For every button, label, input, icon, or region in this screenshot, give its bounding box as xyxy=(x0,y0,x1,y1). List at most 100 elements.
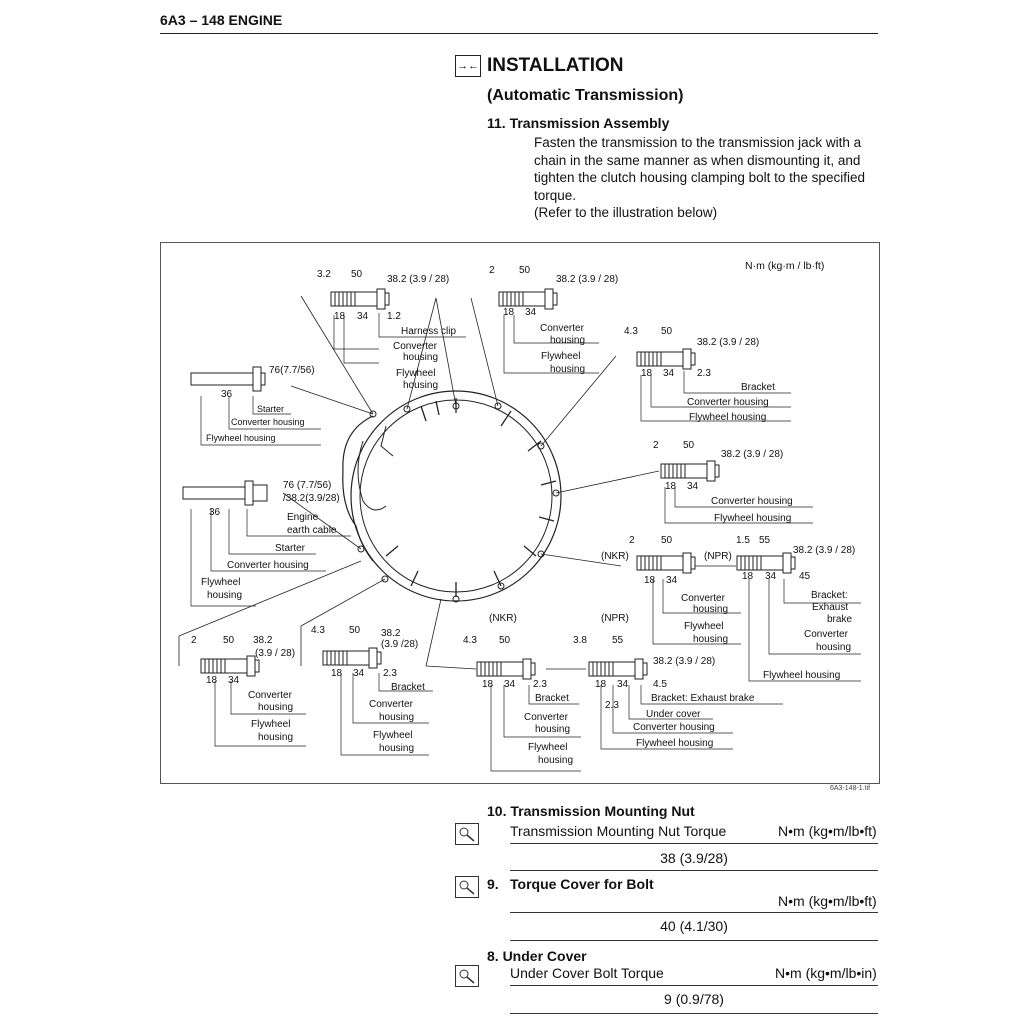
divider xyxy=(510,985,878,986)
part-label: Harness clip xyxy=(401,326,456,337)
part-label: Bracket xyxy=(535,693,569,704)
dim-label: 2 xyxy=(629,535,635,546)
part-label: Starter xyxy=(275,543,306,554)
section-10-unit: N•m (kg•m/lb•ft) xyxy=(778,823,877,839)
part-label: housing xyxy=(693,634,728,645)
dim-label: 2.3 xyxy=(605,700,619,711)
dim-label: 2.3 xyxy=(697,368,711,379)
dim-label: 50 xyxy=(683,440,695,451)
fig-units: N·m (kg·m / lb·ft) xyxy=(745,260,824,272)
variant-label: (NKR) xyxy=(601,551,629,562)
dim-label: 1.2 xyxy=(387,311,401,322)
section-10-subtitle: Transmission Mounting Nut Torque xyxy=(510,823,727,839)
torque-wrench-icon xyxy=(455,965,479,987)
section-8-title: 8. Under Cover xyxy=(487,948,587,964)
divider xyxy=(510,843,878,844)
torque-label: 76 (7.7/56) xyxy=(283,480,331,491)
dim-label: 18 xyxy=(334,311,346,322)
figure-id: 6A3-148-1.tif xyxy=(830,785,871,792)
part-label: Flywheel xyxy=(373,730,412,741)
dim-label: 18 xyxy=(595,679,607,690)
part-label: housing xyxy=(258,702,293,713)
dim-label: 50 xyxy=(661,326,673,337)
section-subtitle: (Automatic Transmission) xyxy=(487,87,684,104)
section-10-title: 10. Transmission Mounting Nut xyxy=(487,803,695,819)
dim-label: 4.3 xyxy=(311,625,325,636)
flywheel-housing-drawing xyxy=(342,390,562,603)
dim-label: 50 xyxy=(223,635,235,646)
dim-label: 34 xyxy=(666,575,678,586)
part-label: Flywheel housing xyxy=(636,738,713,749)
part-label: Flywheel xyxy=(396,368,435,379)
part-label: Converter housing xyxy=(231,417,305,427)
part-label: Converter xyxy=(540,323,585,334)
part-label: Exhaust xyxy=(812,602,848,613)
torque-label: 38.2 (3.9 / 28) xyxy=(653,656,715,667)
section-8-unit: N•m (kg•m/lb•in) xyxy=(775,965,877,981)
part-label: housing xyxy=(258,732,293,743)
part-label: earth cable xyxy=(287,525,337,536)
dim-label: 36 xyxy=(209,507,221,518)
dim-label: 34 xyxy=(357,311,369,322)
divider xyxy=(510,912,878,913)
part-label: Bracket: xyxy=(811,590,848,601)
torque-label: 38.2 (3.9 / 28) xyxy=(387,274,449,285)
part-label: Flywheel housing xyxy=(689,412,766,423)
dim-label: 1.5 xyxy=(736,535,750,546)
part-label: Converter housing xyxy=(687,397,769,408)
dim-label: 2.3 xyxy=(383,668,397,679)
part-label: housing xyxy=(207,590,242,601)
dim-label: 18 xyxy=(503,307,515,318)
dim-label: 3.8 xyxy=(573,635,587,646)
dim-label: 45 xyxy=(799,571,811,582)
dim-label: 2 xyxy=(653,440,659,451)
dim-label: 34 xyxy=(504,679,516,690)
dim-label: 34 xyxy=(617,679,629,690)
part-label: Flywheel xyxy=(201,577,240,588)
torque-label: 38.2 (3.9 / 28) xyxy=(793,545,855,556)
section-9-number: 9. xyxy=(487,876,499,892)
torque-label: (3.9 / 28) xyxy=(255,648,295,659)
part-label: housing xyxy=(816,642,851,653)
torque-label: 38.2 (3.9 / 28) xyxy=(721,449,783,460)
dim-label: 34 xyxy=(765,571,777,582)
dim-label: 50 xyxy=(519,265,531,276)
part-label: Starter xyxy=(257,404,284,414)
part-label: brake xyxy=(827,614,852,625)
part-label: Converter housing xyxy=(633,722,715,733)
section-8-subtitle: Under Cover Bolt Torque xyxy=(510,965,664,981)
divider xyxy=(510,1013,878,1014)
section-9-value: 40 (4.1/30) xyxy=(660,918,728,934)
part-label: Flywheel xyxy=(528,742,567,753)
page-header: 6A3 – 148 ENGINE xyxy=(160,12,283,28)
dim-label: 18 xyxy=(206,675,218,686)
dim-label: 18 xyxy=(742,571,754,582)
part-label: housing xyxy=(379,712,414,723)
part-label: Bracket: Exhaust brake xyxy=(651,693,755,704)
part-label: Engine xyxy=(287,512,319,523)
part-label: housing xyxy=(550,364,585,375)
header-rule xyxy=(160,33,878,34)
dim-label: 2 xyxy=(191,635,197,646)
dim-label: 18 xyxy=(641,368,653,379)
dim-label: 55 xyxy=(612,635,624,646)
dim-label: 18 xyxy=(665,481,677,492)
section-8-value: 9 (0.9/78) xyxy=(664,991,724,1007)
dim-label: 4.5 xyxy=(653,679,667,690)
dim-label: 36 xyxy=(221,389,233,400)
divider xyxy=(510,940,878,941)
torque-wrench-icon xyxy=(455,823,479,845)
part-label: Under cover xyxy=(646,709,701,720)
part-label: Converter housing xyxy=(711,496,793,507)
dim-label: 50 xyxy=(499,635,511,646)
part-label: Flywheel xyxy=(251,719,290,730)
part-label: Flywheel xyxy=(684,621,723,632)
part-label: Converter xyxy=(804,629,849,640)
section-9-unit: N•m (kg•m/lb•ft) xyxy=(778,893,877,909)
part-label: housing xyxy=(550,335,585,346)
reference-text: (Refer to the illustration below) xyxy=(534,205,718,220)
dim-label: 34 xyxy=(353,668,365,679)
variant-label: (NPR) xyxy=(601,613,629,624)
step-title: 11. Transmission Assembly xyxy=(487,115,670,131)
dim-label: 4.3 xyxy=(463,635,477,646)
